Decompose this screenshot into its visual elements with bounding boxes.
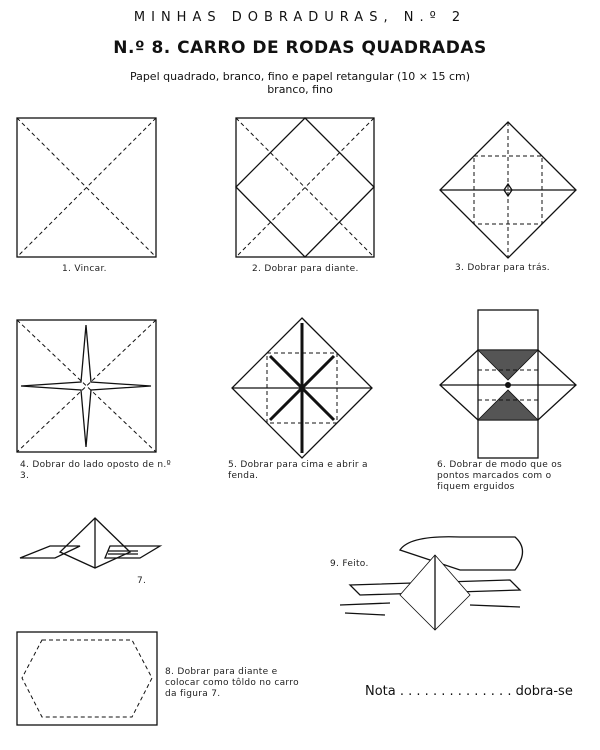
step-8-diagram [16, 631, 158, 726]
note-meaning: dobra-se [515, 684, 573, 699]
page-title: N.º 8. CARRO DE RODAS QUADRADAS [113, 38, 487, 58]
step-4-caption: 4. Dobrar do lado oposto de n.º 3. [20, 460, 172, 481]
step-9-diagram [339, 536, 524, 631]
series-heading: MINHAS DOBRADURAS, N.º 2 [133, 10, 467, 25]
materials-line-1: Papel quadrado, branco, fino e papel ret… [129, 70, 471, 83]
step-7-diagram [19, 517, 163, 569]
step-4-diagram [16, 319, 157, 453]
step-6-diagram [439, 309, 577, 459]
step-6-caption: 6. Dobrar de modo que os pontos marcados… [437, 460, 563, 492]
legend-note: Nota . . . . . . . . . . . . . . dobra-s… [365, 684, 573, 699]
materials-line-2: branco, fino [267, 83, 333, 96]
step-1-diagram [16, 117, 157, 258]
step-1-caption: 1. Vincar. [62, 264, 107, 274]
note-label: Nota [365, 684, 396, 699]
step-5-diagram [231, 317, 373, 459]
step-9-caption: 9. Feito. [330, 559, 369, 569]
step-2-caption: 2. Dobrar para diante. [252, 264, 359, 274]
step-3-diagram [439, 121, 577, 259]
fold-line-symbol: . . . . . . . . . . . . . . [395, 684, 516, 699]
step-8-caption: 8. Dobrar para diante e colocar como tôl… [165, 667, 299, 699]
materials-text: Papel quadrado, branco, fino e papel ret… [0, 70, 600, 96]
step-2-diagram [235, 117, 375, 258]
step-3-caption: 3. Dobrar para trás. [455, 263, 550, 273]
step-7-caption: 7. [137, 576, 147, 586]
step-5-caption: 5. Dobrar para cima e abrir a fenda. [228, 460, 368, 481]
